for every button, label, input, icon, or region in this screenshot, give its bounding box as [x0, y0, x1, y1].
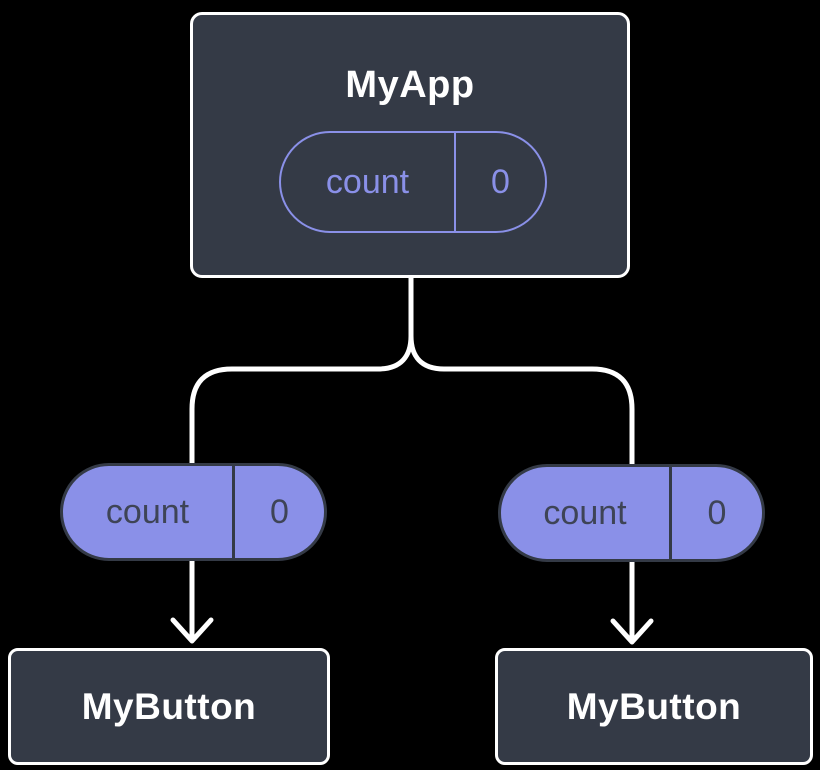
- state-value: 0: [491, 163, 510, 201]
- prop-value: 0: [270, 493, 289, 531]
- component-label-myapp: MyApp: [345, 64, 475, 106]
- connector-root-to-left-child: [189, 278, 414, 640]
- state-name: count: [281, 133, 456, 231]
- arrowhead-down-right-icon: [610, 618, 654, 645]
- component-node-mybutton-left: MyButton: [8, 648, 330, 765]
- prop-value: 0: [707, 494, 727, 532]
- state-pill-myapp: count 0: [279, 131, 547, 233]
- component-label-mybutton-right: MyButton: [566, 685, 742, 727]
- prop-pill-left: count 0: [60, 463, 327, 561]
- arrowhead-down-left-icon: [170, 617, 214, 644]
- prop-name: count: [501, 467, 672, 559]
- component-label-mybutton-left: MyButton: [81, 685, 257, 727]
- connector-root-to-right-child: [408, 278, 635, 641]
- component-node-mybutton-right: MyButton: [495, 648, 813, 765]
- prop-pill-right: count 0: [498, 464, 765, 562]
- component-node-myapp: MyApp count 0: [190, 12, 630, 278]
- prop-name: count: [63, 466, 235, 558]
